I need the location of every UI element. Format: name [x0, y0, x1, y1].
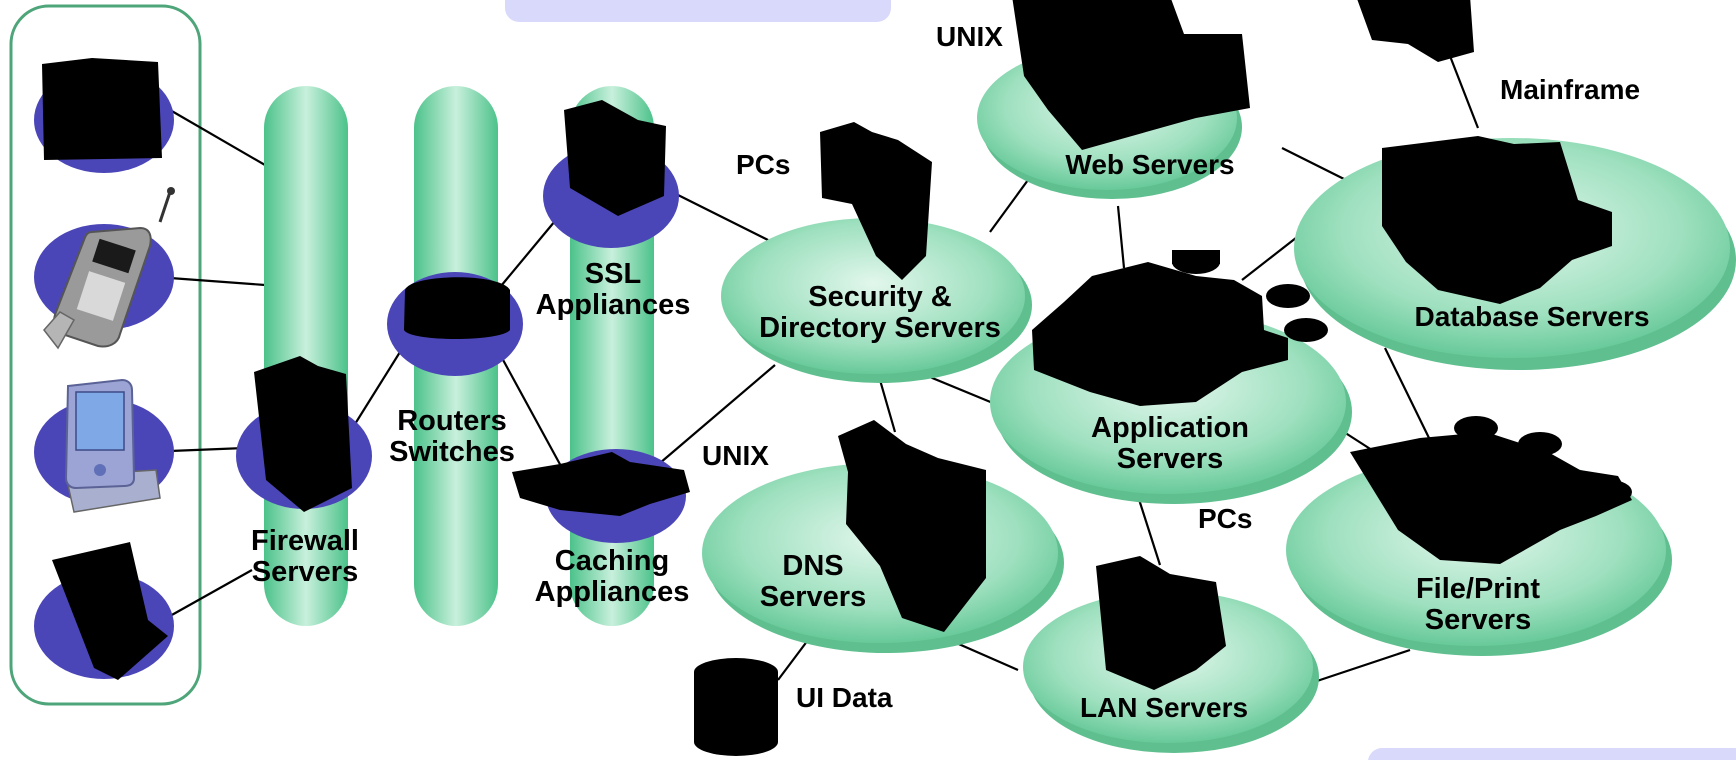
firewall-label-line2: Servers — [252, 556, 358, 588]
web-servers-node — [977, 0, 1250, 199]
file-print-servers-node — [1286, 416, 1672, 656]
dns-servers-node — [702, 420, 1064, 653]
pcs-label-right: PCs — [1198, 503, 1252, 534]
dns-label-line2: Servers — [760, 581, 866, 613]
firewall-server-shape — [254, 356, 352, 512]
caching-label-line2: Appliances — [535, 576, 690, 608]
desktop-computer-icon — [42, 58, 162, 160]
application-label-line2: Servers — [1117, 443, 1223, 475]
unix-label-top: UNIX — [936, 21, 1003, 52]
mobile-phone-icon — [43, 187, 175, 350]
web-servers-label: Web Servers — [1065, 149, 1234, 180]
connection-lines — [169, 55, 1480, 692]
application-label-line1: Application — [1091, 412, 1249, 444]
mainframe-cylinder-icon — [1357, 0, 1474, 62]
laptop-icon — [52, 542, 168, 680]
ssl-appliance-shape — [564, 100, 666, 216]
database-servers-label: Database Servers — [1414, 301, 1649, 332]
security-label-line1: Security & — [808, 281, 951, 313]
routers-label-line2: Switches — [389, 436, 515, 468]
database-servers-node — [1294, 136, 1736, 370]
router-device-shape — [404, 277, 510, 339]
security-label-line2: Directory Servers — [759, 312, 1001, 344]
bottom-lavender-bar — [1368, 748, 1736, 760]
firewall-label-line1: Firewall — [251, 525, 359, 557]
client-devices-frame — [9, 4, 202, 706]
pcs-label-left: PCs — [736, 149, 790, 180]
ssl-label-line2: Appliances — [536, 289, 691, 321]
ui-data-cylinder-icon — [694, 658, 778, 756]
application-servers-node — [990, 250, 1352, 504]
unix-label-middle: UNIX — [702, 440, 769, 471]
pda-handheld-icon — [64, 378, 161, 513]
dns-label-line1: DNS — [782, 550, 843, 582]
caching-label-line1: Caching — [555, 545, 669, 577]
ssl-label-line1: SSL — [585, 258, 641, 290]
fileprint-label-line1: File/Print — [1416, 573, 1540, 605]
routers-label-line1: Routers — [397, 405, 507, 437]
security-directory-node — [721, 122, 1032, 383]
lan-servers-label: LAN Servers — [1080, 692, 1248, 723]
fileprint-label-line2: Servers — [1425, 604, 1531, 636]
top-lavender-bar — [505, 0, 891, 22]
ui-data-label: UI Data — [796, 682, 893, 713]
lan-servers-node — [1023, 556, 1319, 753]
mainframe-label: Mainframe — [1500, 74, 1640, 105]
caching-appliance-shape — [512, 452, 690, 516]
